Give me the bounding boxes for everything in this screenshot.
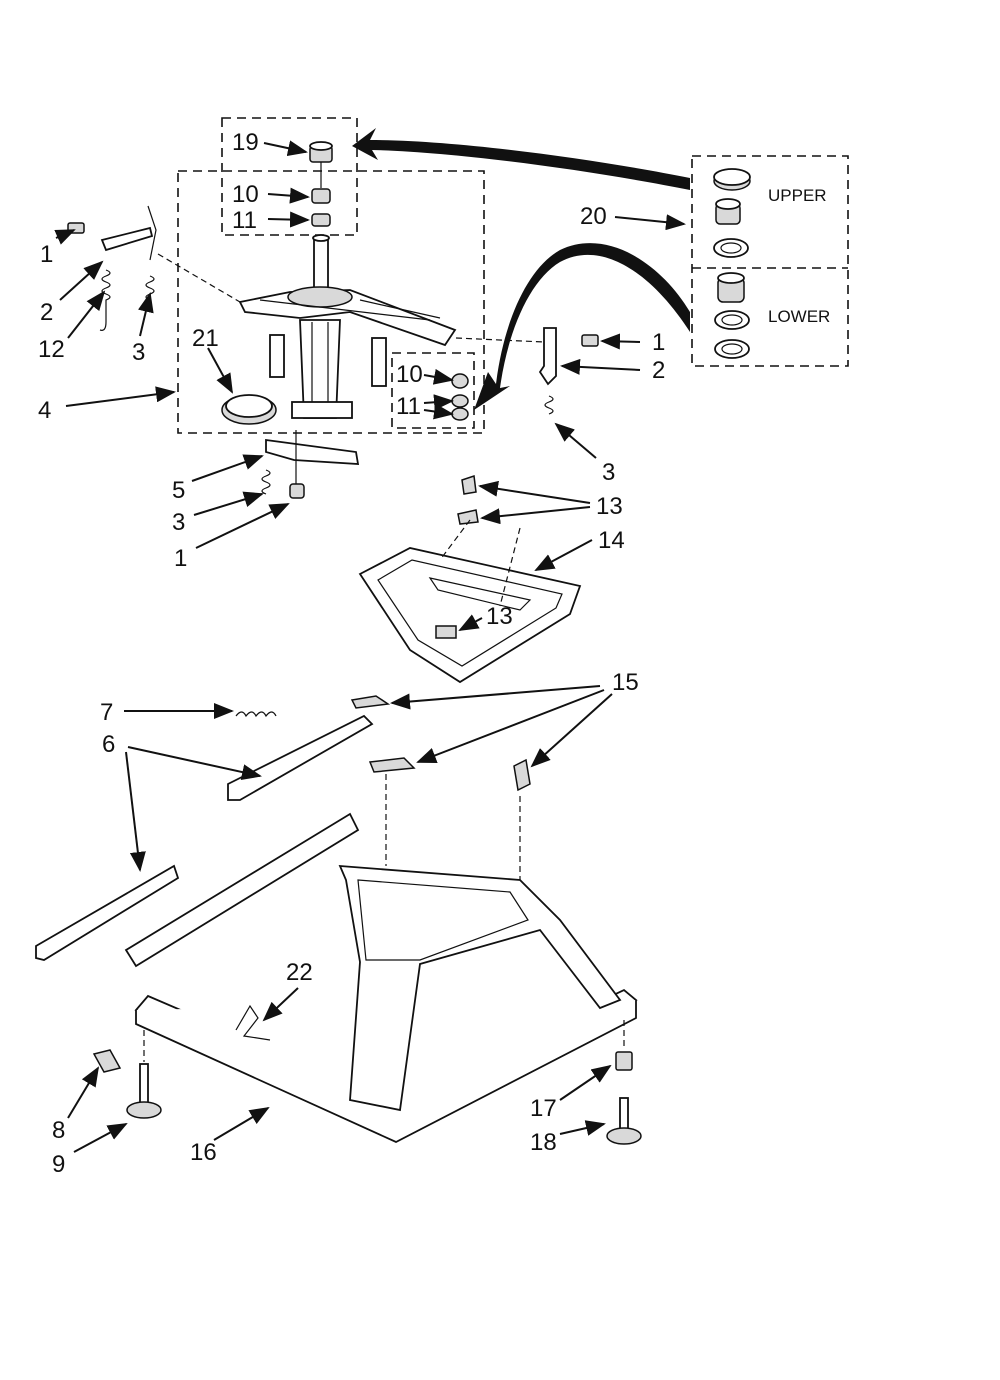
upper-bearing-kit [713,168,751,258]
callout-20: 20 [580,203,607,230]
part-15-pad-b [368,757,416,773]
part-13-clip-c [435,625,457,639]
part-16-base-frame [124,812,638,1143]
part-17-sleeve [615,1051,633,1071]
part-4-assembly [238,234,457,419]
box-10-11-small [391,352,475,429]
callout-8: 8 [52,1117,65,1144]
callout-17: 17 [530,1095,557,1122]
part-5-bracket [265,438,360,465]
callout-2-left: 2 [40,299,53,326]
part-11-bushing [451,394,469,421]
callout-7: 7 [100,699,113,726]
big-arrow-to-19 [352,128,690,190]
part-9-leveling-leg [126,1063,162,1119]
part-12-spring [99,269,111,331]
part-6-rail-upper [227,714,374,801]
kit-upper-label: UPPER [768,186,827,205]
callout-21: 21 [192,325,219,352]
box-4-assembly [177,170,485,434]
lower-bearing-kit [714,272,750,359]
part-10-bushing [451,373,469,389]
part-13-clip-b [457,509,479,525]
callout-2-right: 2 [652,357,665,384]
callout-18: 18 [530,1129,557,1156]
callout-10-right: 10 [396,361,423,388]
part-21-ring [221,394,277,425]
part-2-bracket-left [100,205,157,261]
part-1-bolt-right [581,334,599,347]
callout-16: 16 [190,1139,217,1166]
callout-6: 6 [102,731,115,758]
part-2-bracket-right [538,327,557,386]
big-arrow-to-11 [474,243,690,410]
part-10-bushing-top [311,188,331,204]
callout-3-lower: 3 [172,509,185,536]
callout-14: 14 [598,527,625,554]
part-7-spring [235,711,277,718]
callout-4: 4 [38,397,51,424]
callout-15: 15 [612,669,639,696]
callout-22: 22 [286,959,313,986]
callout-13-lower: 13 [486,603,513,630]
part-1-bolt-lower [289,483,305,499]
kit-box-20 [691,155,849,367]
part-15-pad-c [513,758,531,792]
callout-3-left: 3 [132,339,145,366]
part-3-spring-right [544,395,554,415]
part-3-spring-lower [261,469,271,495]
part-14-frame [358,547,582,684]
callout-13-upper: 13 [596,493,623,520]
callout-11-right: 11 [396,393,421,420]
callout-1-left: 1 [40,241,53,268]
part-13-clip-a [461,474,477,495]
callout-1-lower: 1 [174,545,187,572]
callout-9: 9 [52,1151,65,1178]
callout-12: 12 [38,336,65,363]
callout-19: 19 [232,129,259,156]
part-6-rail-lower [35,864,180,961]
callout-3-right: 3 [602,459,615,486]
part-22-hook [235,1004,271,1041]
leader-lines [54,140,686,1153]
part-15-pad-a [350,695,391,709]
callout-5: 5 [172,477,185,504]
box-19-10-11 [221,117,358,236]
part-19-cap [309,141,333,163]
part-11-bushing-top [311,213,331,227]
callout-1-right: 1 [652,329,665,356]
kit-lower-label: LOWER [768,307,830,326]
callout-10-top: 10 [232,181,259,208]
part-8-sleeve [92,1049,122,1073]
callout-11-top: 11 [232,207,257,234]
part-18-leveling-leg [606,1097,642,1145]
